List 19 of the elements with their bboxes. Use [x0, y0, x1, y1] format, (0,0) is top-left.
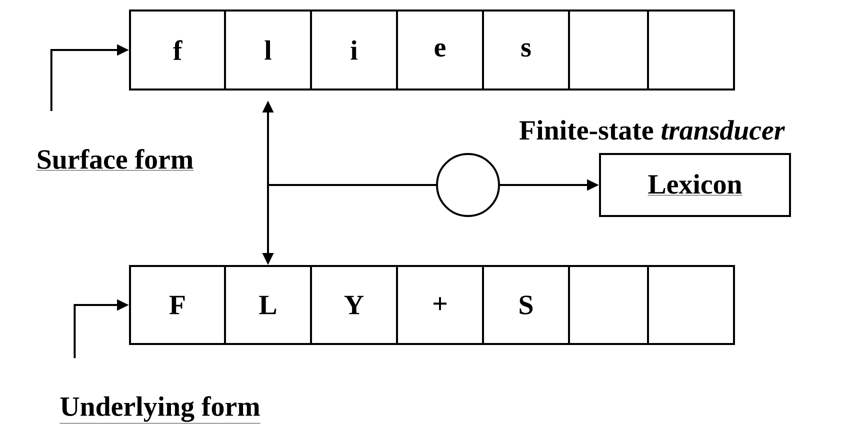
- transducer-label: Finite-state transducer: [520, 120, 785, 140]
- tape-cell: F: [129, 265, 226, 345]
- form-label: Surface form: [36, 149, 194, 171]
- lexicon-box: Lexicon: [599, 153, 791, 217]
- tape-cell: S: [482, 265, 570, 345]
- tape-cell: [568, 265, 649, 345]
- form-label: Underlying form: [59, 396, 261, 424]
- tape-cell: +: [396, 265, 484, 345]
- tape-cell: e: [396, 10, 484, 90]
- tape-cell: i: [310, 10, 398, 90]
- transducer-circle: [436, 153, 500, 217]
- tape-cell: [647, 265, 735, 345]
- tape-cell: L: [224, 265, 312, 345]
- tape-cell: f: [129, 10, 226, 90]
- tape-cell: l: [224, 10, 312, 90]
- tape-cell: Y: [310, 265, 398, 345]
- tape-cell: [568, 10, 649, 90]
- tape-cell: s: [482, 10, 570, 90]
- tape-cell: [647, 10, 735, 90]
